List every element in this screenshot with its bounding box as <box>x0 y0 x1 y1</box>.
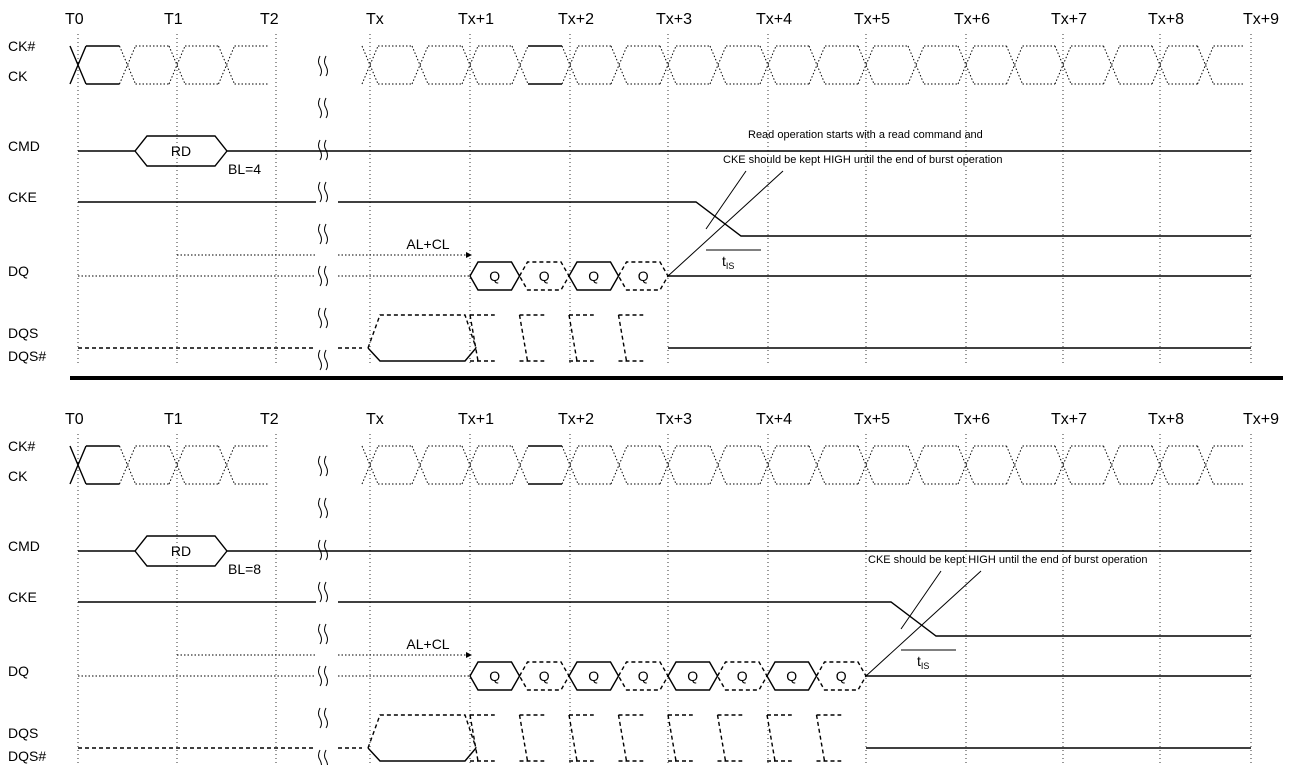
tick-label-7: Tx+4 <box>756 11 792 28</box>
break-mark <box>318 307 328 329</box>
break-mark <box>318 623 328 645</box>
label-cke: CKE <box>8 589 37 605</box>
label-dq: DQ <box>8 663 29 679</box>
tick-label-10: Tx+7 <box>1051 411 1087 428</box>
label-cke: CKE <box>8 189 37 205</box>
label-dqs: DQS <box>8 325 38 341</box>
break-mark <box>318 349 328 371</box>
tick-label-0: T0 <box>65 11 84 28</box>
dq-data-label: Q <box>638 668 649 684</box>
tick-label-3: Tx <box>366 11 384 28</box>
break-mark <box>318 139 328 161</box>
dq-data-label: Q <box>539 668 550 684</box>
dq-data-label: Q <box>489 668 500 684</box>
dq-data-label: Q <box>687 668 698 684</box>
tick-label-7: Tx+4 <box>756 411 792 428</box>
dq-data-label: Q <box>836 668 847 684</box>
break-mark <box>318 497 328 519</box>
break-mark <box>318 181 328 203</box>
tick-label-6: Tx+3 <box>656 11 692 28</box>
break-mark <box>318 749 328 765</box>
label-ck-n: CK# <box>8 438 35 454</box>
label-ck: CK <box>8 68 28 84</box>
burst-length-label: BL=8 <box>228 561 261 577</box>
tick-label-12: Tx+9 <box>1243 11 1279 28</box>
break-mark <box>318 97 328 119</box>
annotation-arrow <box>865 570 982 677</box>
label-dqs-n: DQS# <box>8 748 46 764</box>
tick-label-5: Tx+2 <box>558 11 594 28</box>
ck-waveform <box>69 45 1243 85</box>
annotation-arrow <box>667 170 784 277</box>
break-mark <box>318 707 328 729</box>
cmd-waveform <box>78 535 1251 567</box>
cmd-waveform <box>78 135 1251 167</box>
tick-label-9: Tx+6 <box>954 411 990 428</box>
latency-arrowhead <box>466 652 472 658</box>
tick-label-6: Tx+3 <box>656 411 692 428</box>
tick-label-0: T0 <box>65 411 84 428</box>
latency-label: AL+CL <box>406 636 449 652</box>
cmd-label: RD <box>171 543 191 559</box>
annotation-arrow <box>900 570 942 630</box>
tick-label-8: Tx+5 <box>854 411 890 428</box>
annotation-note-0: CKE should be kept HIGH until the end of… <box>868 554 1147 566</box>
label-dq: DQ <box>8 263 29 279</box>
tis-label: tIS <box>722 253 734 271</box>
annotation-note-1: CKE should be kept HIGH until the end of… <box>723 154 1002 166</box>
burst-length-label: BL=4 <box>228 161 261 177</box>
tick-label-1: T1 <box>164 11 183 28</box>
dq-data-label: Q <box>489 268 500 284</box>
label-dqs-n: DQS# <box>8 348 46 364</box>
label-cmd: CMD <box>8 538 40 554</box>
break-mark <box>318 665 328 687</box>
tick-label-4: Tx+1 <box>458 411 494 428</box>
cmd-label: RD <box>171 143 191 159</box>
break-mark <box>318 455 328 477</box>
label-ck: CK <box>8 468 28 484</box>
tick-label-2: T2 <box>260 11 279 28</box>
label-cmd: CMD <box>8 138 40 154</box>
ck-waveform <box>69 445 1243 485</box>
cke-waveform <box>78 601 1251 637</box>
break-mark <box>318 55 328 77</box>
dq-data-label: Q <box>786 668 797 684</box>
label-dqs: DQS <box>8 725 38 741</box>
tick-label-4: Tx+1 <box>458 11 494 28</box>
break-mark <box>318 223 328 245</box>
annotation-arrow <box>705 170 747 230</box>
dq-data-label: Q <box>539 268 550 284</box>
cke-waveform <box>78 201 1251 237</box>
label-ck-n: CK# <box>8 38 35 54</box>
timing-diagram-bl8: T0 T1 T2 Tx Tx+1 Tx+2 Tx+3 Tx+4 Tx+5 Tx+6 Tx+7 Tx+8… <box>8 411 1279 765</box>
tick-label-11: Tx+8 <box>1148 11 1184 28</box>
tick-label-12: Tx+9 <box>1243 411 1279 428</box>
tick-label-11: Tx+8 <box>1148 411 1184 428</box>
tis-label: tIS <box>917 653 929 671</box>
break-mark <box>318 539 328 561</box>
dq-data-label: Q <box>737 668 748 684</box>
annotation-note-0: Read operation starts with a read comman… <box>748 129 983 141</box>
dq-data-label: Q <box>638 268 649 284</box>
tick-label-1: T1 <box>164 411 183 428</box>
tick-label-8: Tx+5 <box>854 11 890 28</box>
timing-diagram-bl4: T0 T1 T2 Tx Tx+1 Tx+2 Tx+3 Tx+4 Tx+5 Tx+6 Tx+7 Tx+8… <box>8 11 1279 371</box>
latency-label: AL+CL <box>406 236 449 252</box>
break-mark <box>318 581 328 603</box>
break-mark <box>318 265 328 287</box>
latency-arrowhead <box>466 252 472 258</box>
tick-label-5: Tx+2 <box>558 411 594 428</box>
tick-label-2: T2 <box>260 411 279 428</box>
tick-label-9: Tx+6 <box>954 11 990 28</box>
tick-label-10: Tx+7 <box>1051 11 1087 28</box>
dq-data-label: Q <box>588 268 599 284</box>
tick-label-3: Tx <box>366 411 384 428</box>
dq-data-label: Q <box>588 668 599 684</box>
